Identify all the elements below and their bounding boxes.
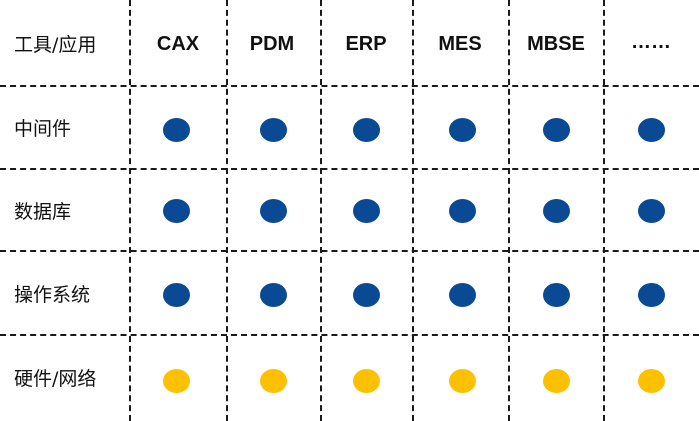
grid-line-vertical xyxy=(603,0,605,421)
column-header-mes: MES xyxy=(438,33,482,55)
column-header-erp: ERP xyxy=(345,33,387,55)
dot-software xyxy=(352,283,380,307)
corner-label: 工具/应用 xyxy=(14,34,97,56)
row-label-operating-system: 操作系统 xyxy=(14,284,91,306)
dot-software xyxy=(448,118,476,142)
dot-software xyxy=(162,199,190,223)
dot-software xyxy=(542,199,570,223)
row-label-database: 数据库 xyxy=(14,201,72,223)
dot-software xyxy=(162,118,190,142)
grid-line-horizontal xyxy=(0,168,699,170)
dot-software xyxy=(637,283,665,307)
grid-line-vertical xyxy=(320,0,322,421)
column-header-more: …… xyxy=(631,31,671,53)
dot-hardware xyxy=(259,369,287,393)
grid-line-horizontal xyxy=(0,85,699,87)
dot-software xyxy=(637,199,665,223)
dot-software xyxy=(352,118,380,142)
dot-hardware xyxy=(637,369,665,393)
dot-software xyxy=(162,283,190,307)
grid-line-horizontal xyxy=(0,334,699,336)
grid-line-vertical xyxy=(508,0,510,421)
dot-software xyxy=(542,283,570,307)
dot-software xyxy=(352,199,380,223)
dot-hardware xyxy=(448,369,476,393)
column-header-mbse: MBSE xyxy=(527,33,585,55)
grid-line-vertical xyxy=(412,0,414,421)
grid-line-vertical xyxy=(226,0,228,421)
dot-software xyxy=(259,118,287,142)
dot-hardware xyxy=(162,369,190,393)
dot-hardware xyxy=(542,369,570,393)
dot-hardware xyxy=(352,369,380,393)
dot-software xyxy=(637,118,665,142)
column-header-pdm: PDM xyxy=(249,33,295,55)
dot-software xyxy=(259,199,287,223)
grid-line-horizontal xyxy=(0,250,699,252)
grid-line-vertical xyxy=(129,0,131,421)
dot-software xyxy=(542,118,570,142)
row-label-middleware: 中间件 xyxy=(14,118,72,140)
column-header-cax: CAX xyxy=(156,33,200,55)
dot-software xyxy=(448,283,476,307)
dot-software xyxy=(259,283,287,307)
row-label-hardware-network: 硬件/网络 xyxy=(14,368,97,390)
dot-software xyxy=(448,199,476,223)
